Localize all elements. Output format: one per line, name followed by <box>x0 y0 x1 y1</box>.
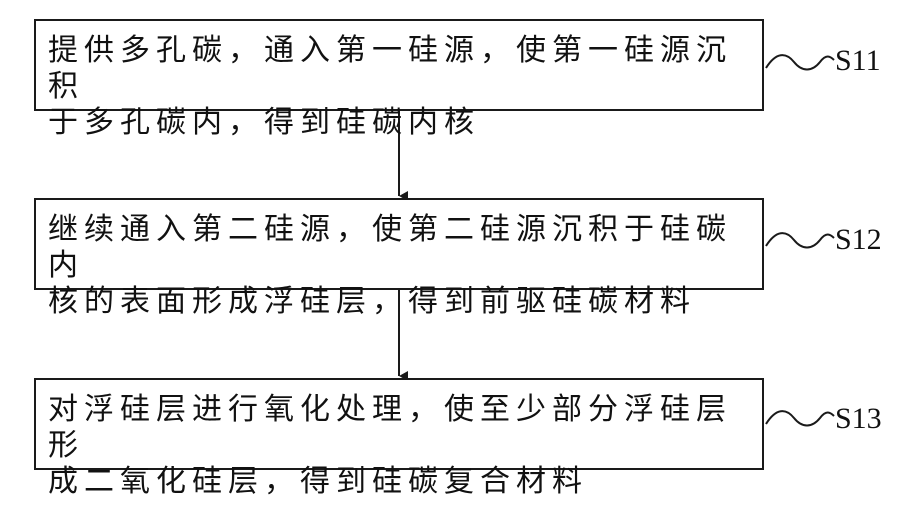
step-text-s12: 继续通入第二硅源，使第二硅源沉积于硅碳内 核的表面形成浮硅层，得到前驱硅碳材料 <box>48 212 748 320</box>
step-text-s11: 提供多孔碳，通入第一硅源，使第一硅源沉积 于多孔碳内，得到硅碳内核 <box>48 33 748 141</box>
step-text-s13: 对浮硅层进行氧化处理，使至少部分浮硅层形 成二氧化硅层，得到硅碳复合材料 <box>48 392 748 500</box>
step-label-s13: S13 <box>835 404 882 434</box>
step-label-s11: S11 <box>835 46 881 76</box>
leader-line-s13 <box>766 411 834 425</box>
step-box-s12: 继续通入第二硅源，使第二硅源沉积于硅碳内 核的表面形成浮硅层，得到前驱硅碳材料 <box>34 198 764 290</box>
leader-line-s11 <box>766 55 834 69</box>
leader-line-s12 <box>766 233 834 247</box>
step-box-s11: 提供多孔碳，通入第一硅源，使第一硅源沉积 于多孔碳内，得到硅碳内核 <box>34 19 764 111</box>
step-label-s12: S12 <box>835 225 882 255</box>
step-box-s13: 对浮硅层进行氧化处理，使至少部分浮硅层形 成二氧化硅层，得到硅碳复合材料 <box>34 378 764 470</box>
